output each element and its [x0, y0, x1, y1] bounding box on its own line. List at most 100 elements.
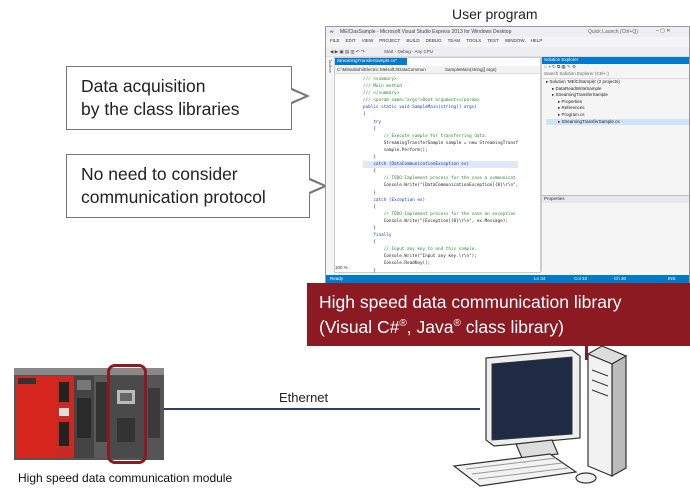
tree-item-label: DataReadWriteSample: [555, 85, 602, 91]
code-line: public static void SampleMain(string[] a…: [363, 105, 477, 111]
ethernet-label: Ethernet: [279, 390, 329, 405]
ide-editor: StreamingTransferSample.cs* C:\Mitsubish…: [334, 57, 541, 281]
menu-item: BUILD: [406, 38, 420, 43]
menu-item: VIEW: [361, 38, 374, 43]
ethernet-line: [148, 408, 480, 410]
ide-toolbar: ◀ ▶ ▣ ▤ ▥ ↶ ↷ Start - Debug - Any CPU: [326, 47, 689, 57]
solution-tree: ▸ Solution 'MElClSample' (2 projects)▸ D…: [542, 79, 689, 126]
library-line-2-suffix: class library): [460, 316, 564, 337]
toolbox-tab: Toolbox: [328, 59, 333, 73]
library-box: High speed data communication library (V…: [307, 283, 690, 346]
code-line: }: [363, 190, 376, 196]
code-listing: /// <summary> /// Main method/// </summar…: [363, 76, 519, 282]
menu-item: WINDOW: [504, 38, 525, 43]
ide-titlebar: ∞ MElClasSample - Microsoft Visual Studi…: [326, 27, 689, 37]
zoom-level: 100 %: [335, 265, 348, 270]
code-line: finally: [363, 233, 392, 239]
menu-item: TOOLS: [466, 38, 482, 43]
code-line: // Input any key to end this sample.: [363, 247, 477, 253]
tree-item: ▸ Program.cs: [546, 111, 689, 119]
library-line-1: High speed data communication library: [319, 292, 622, 312]
properties-panel: Properties: [542, 195, 689, 272]
solution-search: Search Solution Explorer (Ctrl+;): [542, 71, 689, 79]
code-line: // TODO:Implement process for the case a…: [363, 211, 516, 217]
code-line: }: [363, 268, 376, 274]
callout-1-line-1: Data acquisition: [81, 76, 206, 96]
solution-toolbar-icons: ⌂ ◑ ↻ ⧉ ▦ ✎ ⚙: [544, 64, 576, 69]
status-ch: Ch 30: [614, 276, 627, 281]
library-line-2-prefix: (Visual C#: [319, 316, 400, 337]
callout-2-line-2: communication protocol: [81, 187, 266, 207]
code-line: }: [363, 225, 376, 231]
menu-item: EDIT: [345, 38, 356, 43]
solution-explorer-title: Solution Explorer: [542, 57, 689, 64]
tree-item-label: StreamingTransferSample.cs: [561, 118, 620, 124]
computer-icon: [452, 345, 628, 487]
menu-item: DEBUG: [425, 38, 442, 43]
tree-item: ▸ Solution 'MElClSample' (2 projects): [546, 79, 689, 86]
menu-item: FILE: [330, 38, 340, 43]
ide-window-title: MElClasSample - Microsoft Visual Studio …: [340, 29, 512, 35]
toolbar-icons: ◀ ▶ ▣ ▤ ▥ ↶ ↷: [330, 49, 365, 54]
callout-2-pointer-fill: [309, 180, 323, 192]
tree-item: ▸ DataReadWriteSample: [546, 85, 689, 93]
code-line: {: [363, 240, 376, 246]
code-line: Console.ReadKey();: [363, 261, 431, 267]
menu-item: PROJECT: [379, 38, 401, 43]
code-line: // TODO:Implement process for the case a…: [363, 176, 516, 182]
module-label: High speed data communication module: [18, 471, 233, 485]
tree-node-icon: ▸: [558, 118, 562, 124]
registered-mark-2: ®: [453, 318, 461, 329]
tree-item-label: Program.cs: [561, 111, 585, 117]
code-line: catch (DataCommunicationException ex): [363, 161, 519, 169]
library-line-2-mid: , Java: [406, 316, 454, 337]
properties-title: Properties: [542, 196, 689, 203]
callout-2-line-1: No need to consider: [81, 164, 238, 184]
ide-screenshot: ∞ MElClasSample - Microsoft Visual Studi…: [325, 26, 690, 284]
editor-nav-left: C:\Mitsubishi\Electric.MelsoftJ\DataComm…: [337, 67, 426, 72]
code-line: sample.Perform();: [363, 147, 428, 153]
solution-explorer: Solution Explorer ⌂ ◑ ↻ ⧉ ▦ ✎ ⚙ Search S…: [541, 57, 689, 272]
plc-rack-icon: [14, 368, 164, 460]
code-line: try: [363, 119, 382, 125]
vs-logo-icon: ∞: [330, 29, 334, 35]
callout-no-protocol: No need to consider communication protoc…: [66, 154, 310, 218]
tree-node-icon: ▸: [546, 79, 550, 84]
quick-launch-field: Quick Launch (Ctrl+Q): [588, 29, 638, 35]
code-line: StreamingTransferSample sample = new Str…: [363, 140, 519, 146]
tree-node-icon: ▸: [558, 105, 562, 111]
module-highlight: [107, 364, 147, 464]
code-line: }: [363, 155, 376, 161]
editor-tab: StreamingTransferSample.cs*: [335, 58, 407, 65]
code-line: /// <param name="args">Boot arguments</p…: [363, 98, 480, 104]
callout-data-acquisition: Data acquisition by the class libraries: [66, 66, 292, 130]
code-line: /// Main method: [363, 84, 402, 90]
tree-node-icon: ▸: [552, 92, 556, 98]
registered-mark-1: ®: [399, 318, 407, 329]
code-line: Console.Write("[DataCommunicationExcepti…: [363, 183, 519, 189]
tree-item: ▸ References: [546, 105, 689, 112]
code-line: catch (Exception ex): [363, 197, 426, 203]
editor-nav: C:\Mitsubishi\Electric.MelsoftJ\DataComm…: [335, 66, 540, 74]
code-line: {: [363, 169, 376, 175]
code-line: {: [363, 126, 376, 132]
code-line: /// </summary>: [363, 91, 400, 97]
tree-item: ▸ StreamingTransferSample.cs: [546, 118, 689, 126]
callout-1-line-2: by the class libraries: [81, 99, 240, 119]
user-program-label: User program: [452, 6, 538, 22]
window-controls-icon: – ▢ ✕: [656, 28, 671, 34]
status-col: Col 33: [574, 276, 588, 281]
menu-item: TEAM: [447, 38, 461, 43]
library-line-2: (Visual C#®, Java® class library): [319, 313, 678, 338]
toolbar-start: Start - Debug - Any CPU: [384, 49, 434, 54]
library-connector: [585, 346, 588, 360]
code-line: // Execute sample for transferring data.: [363, 133, 488, 139]
tree-node-icon: ▸: [552, 85, 556, 91]
callout-1-pointer-fill: [291, 90, 305, 102]
code-line: Console.Write("Input any key.\r\n");: [363, 254, 477, 260]
ide-statusbar: Ready Ln 34 Col 33 Ch 30 INS: [326, 275, 689, 283]
tree-item: ▸ StreamingTransferSample: [546, 92, 689, 99]
code-line: /// <summary>: [363, 77, 397, 82]
status-ins: INS: [668, 276, 676, 281]
